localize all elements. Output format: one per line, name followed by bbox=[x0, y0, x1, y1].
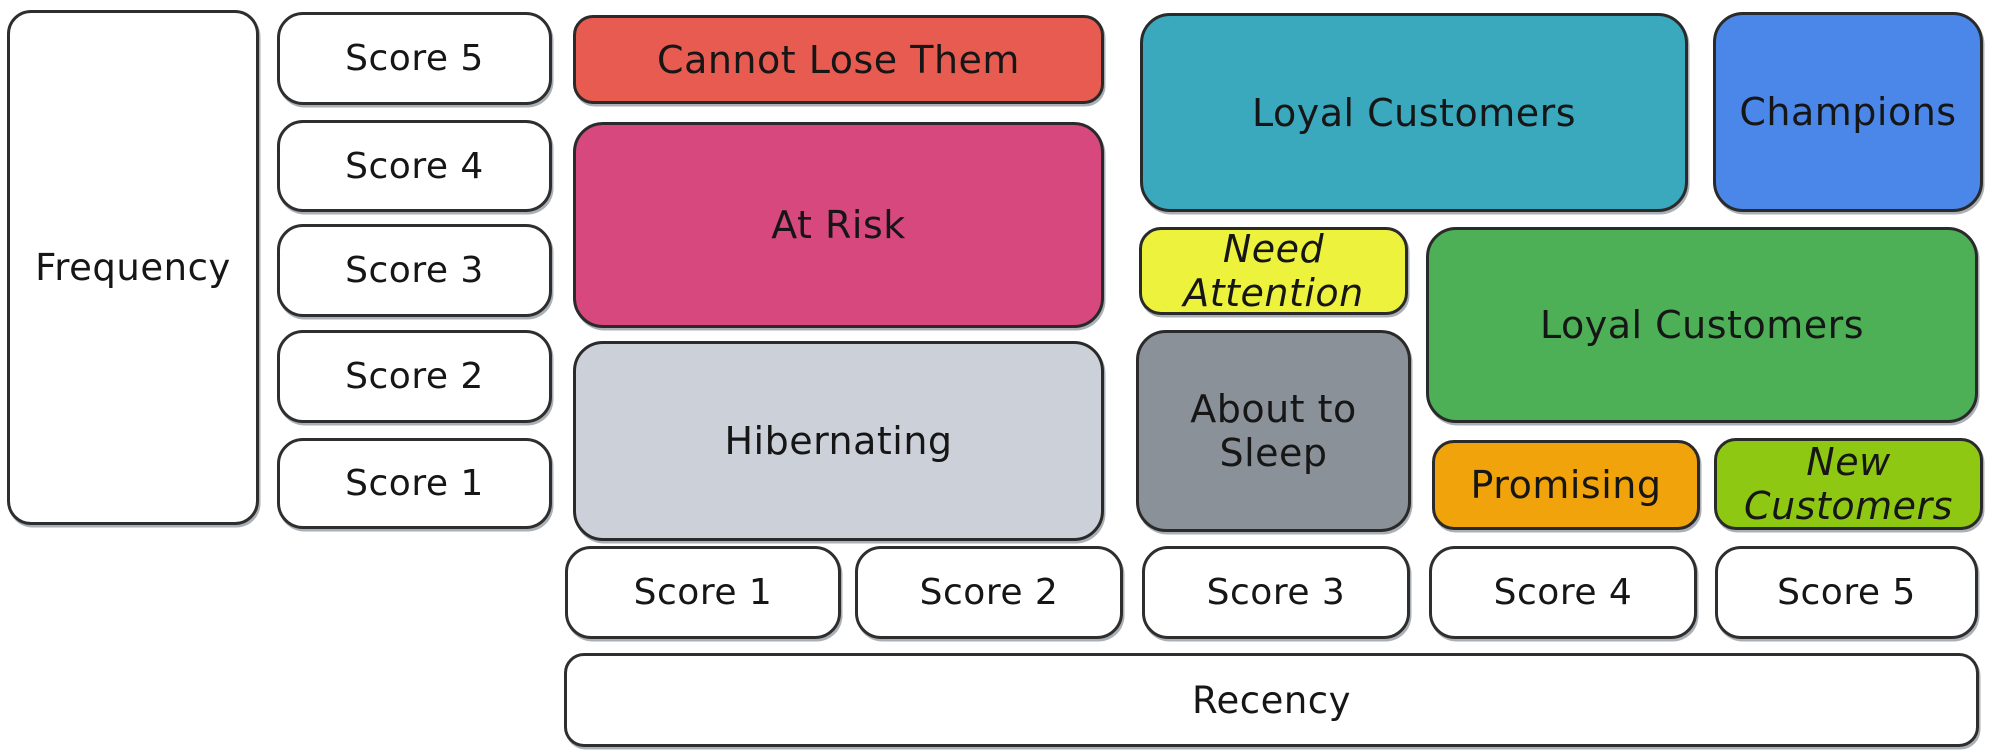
frequency-score-1: Score 1 bbox=[277, 438, 552, 529]
recency-score-4: Score 4 bbox=[1429, 546, 1697, 639]
segment-cannot-lose-them: Cannot Lose Them bbox=[573, 15, 1104, 104]
frequency-score-5: Score 5 bbox=[277, 12, 552, 105]
segment-champions: Champions bbox=[1713, 12, 1983, 212]
recency-score-2: Score 2 bbox=[855, 546, 1123, 639]
recency-score-1: Score 1 bbox=[565, 546, 841, 639]
segment-loyal-customers-top: Loyal Customers bbox=[1140, 13, 1688, 212]
segment-hibernating: Hibernating bbox=[573, 341, 1104, 541]
segment-at-risk: At Risk bbox=[573, 122, 1104, 328]
frequency-score-3: Score 3 bbox=[277, 224, 552, 317]
frequency-score-2: Score 2 bbox=[277, 330, 552, 423]
segment-loyal-customers-mid: Loyal Customers bbox=[1426, 227, 1978, 423]
recency-score-5: Score 5 bbox=[1715, 546, 1978, 639]
segment-need-attention: Need Attention bbox=[1139, 227, 1408, 315]
recency-score-3: Score 3 bbox=[1142, 546, 1410, 639]
recency-axis-label: Recency bbox=[564, 653, 1979, 747]
segment-about-to-sleep: About to Sleep bbox=[1136, 330, 1411, 532]
frequency-score-4: Score 4 bbox=[277, 120, 552, 212]
frequency-axis-label: Frequency bbox=[7, 10, 259, 525]
segment-new-customers: New Customers bbox=[1714, 438, 1983, 530]
segment-promising: Promising bbox=[1432, 440, 1700, 530]
